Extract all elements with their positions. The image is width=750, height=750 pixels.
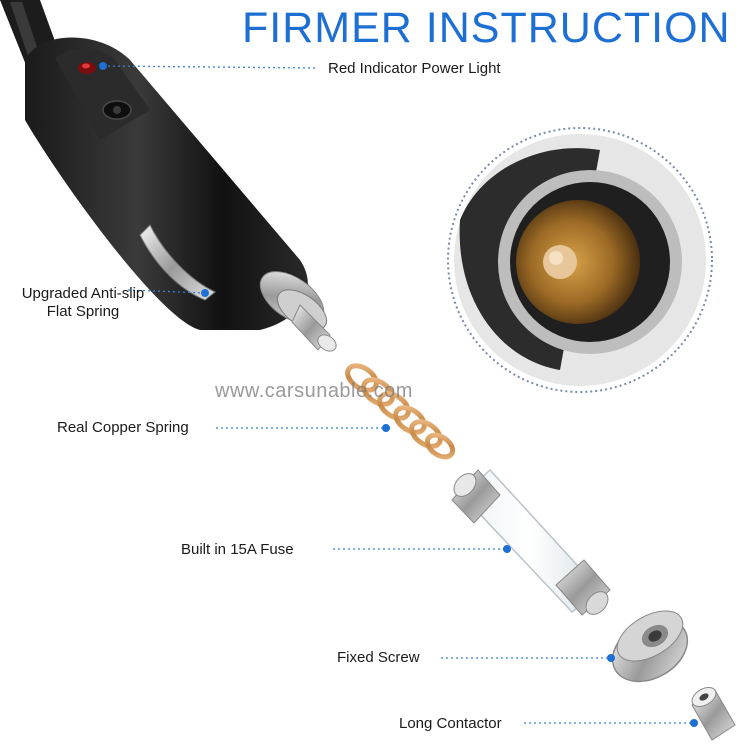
red-indicator-icon — [78, 62, 96, 74]
switch-icon — [102, 100, 132, 120]
socket-detail — [447, 127, 713, 393]
page-title: FIRMER INSTRUCTION — [242, 4, 731, 52]
fuse-icon — [451, 468, 611, 616]
label-copper-spring: Real Copper Spring — [57, 419, 189, 436]
label-contactor: Long Contactor — [399, 715, 502, 732]
label-flat-spring-line2: Flat Spring — [46, 303, 120, 320]
copper-spring-icon — [345, 363, 456, 460]
watermark: www.carsunable.com — [215, 380, 413, 402]
leader-dots — [99, 62, 698, 727]
plug-tip — [259, 271, 337, 352]
flat-spring-icon — [139, 224, 216, 301]
contactor-icon — [691, 687, 736, 741]
label-flat-spring-line1: Upgraded Anti-slip — [21, 285, 145, 302]
label-screw: Fixed Screw — [337, 649, 420, 666]
label-flat-spring: Upgraded Anti-slip Flat Spring — [8, 285, 158, 321]
screw-icon — [611, 610, 689, 683]
leader-lines — [102, 65, 694, 724]
label-fuse: Built in 15A Fuse — [181, 541, 294, 558]
label-red-indicator: Red Indicator Power Light — [328, 60, 501, 77]
